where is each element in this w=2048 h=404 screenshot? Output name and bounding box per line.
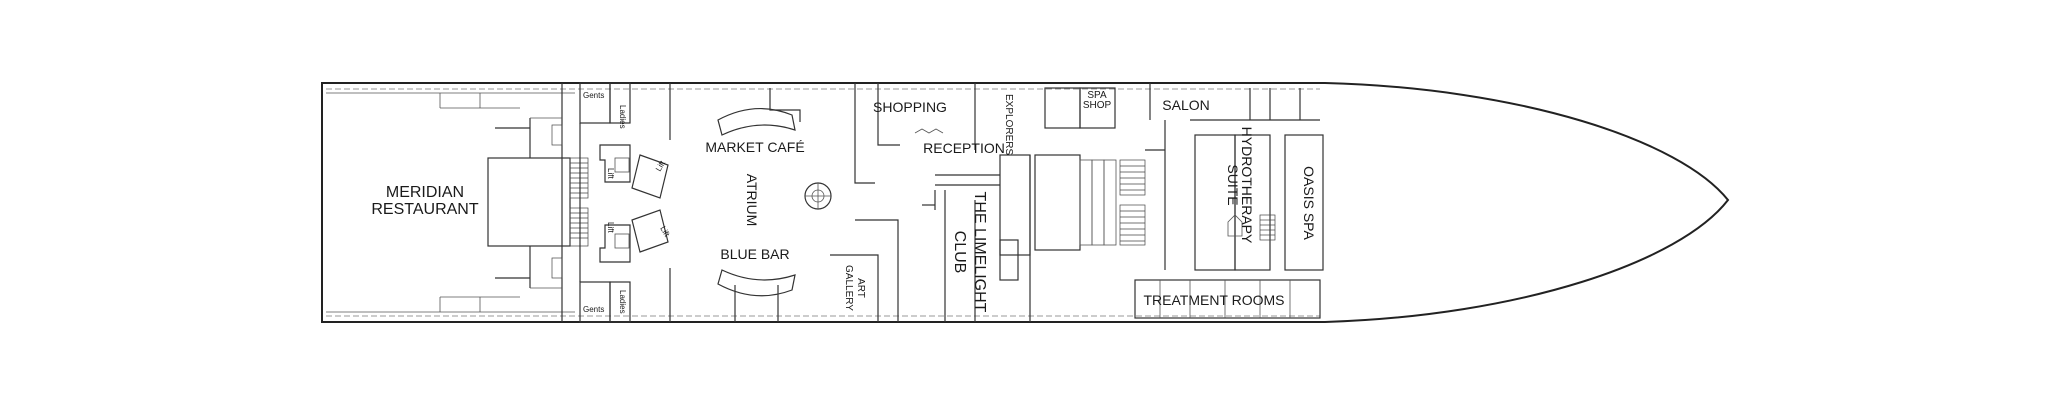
art-gallery-label-line2: GALLERY <box>843 265 854 311</box>
reception-label: RECEPTION <box>923 140 1005 156</box>
gents-bottom-label: Gents <box>583 305 604 314</box>
forward-core <box>1034 120 1166 270</box>
oasis-spa-label: OASIS SPA <box>1301 166 1317 240</box>
aft-stairs <box>551 124 589 279</box>
hull-outline <box>321 82 1730 323</box>
market-cafe-label: MARKET CAFÉ <box>705 139 804 155</box>
limelight-club-label-line2: CLUB <box>951 231 968 274</box>
atrium-label: ATRIUM <box>744 174 760 227</box>
restrooms-block <box>579 82 631 323</box>
hydrotherapy-suite-label-line1: HYDROTHERAPY <box>1239 127 1255 244</box>
spa-shop-salon-area <box>1044 83 1320 129</box>
blue-bar-label: BLUE BAR <box>720 246 789 262</box>
salon-label: SALON <box>1162 97 1209 113</box>
spa-area <box>1194 134 1324 271</box>
meridian-restaurant-label-line1: MERIDIAN <box>386 184 464 201</box>
perimeter-cabins <box>326 88 1320 317</box>
spa-shop-label-line1: SPA <box>1087 90 1107 101</box>
shopping-label: SHOPPING <box>873 99 947 115</box>
art-gallery-label-line1: ART <box>855 278 866 298</box>
atrium-area <box>669 83 832 322</box>
ladies-top-label: Ladies <box>618 105 627 129</box>
limelight-club-area <box>935 83 1031 322</box>
lift-label-1: Lift <box>606 168 615 179</box>
gents-top-label: Gents <box>583 91 604 100</box>
aft-lift-lobby <box>599 120 671 285</box>
treatment-rooms-area <box>1134 279 1321 319</box>
shopping-reception-area <box>830 83 946 322</box>
meridian-restaurant-label-line2: RESTAURANT <box>371 201 478 218</box>
lift-label-4: Lift <box>658 225 672 239</box>
meridian-restaurant-area <box>487 83 571 322</box>
treatment-rooms-label: TREATMENT ROOMS <box>1143 292 1284 308</box>
explorers-label: EXPLORERS <box>1003 94 1014 155</box>
hydrotherapy-suite-label-line2: SUITE <box>1225 164 1241 205</box>
limelight-club-label-line1: THE LIMELIGHT <box>971 192 988 313</box>
ladies-bottom-label: Ladies <box>618 290 627 314</box>
spa-shop-label-line2: SHOP <box>1083 100 1112 111</box>
lift-label-3: Lift <box>606 222 615 233</box>
